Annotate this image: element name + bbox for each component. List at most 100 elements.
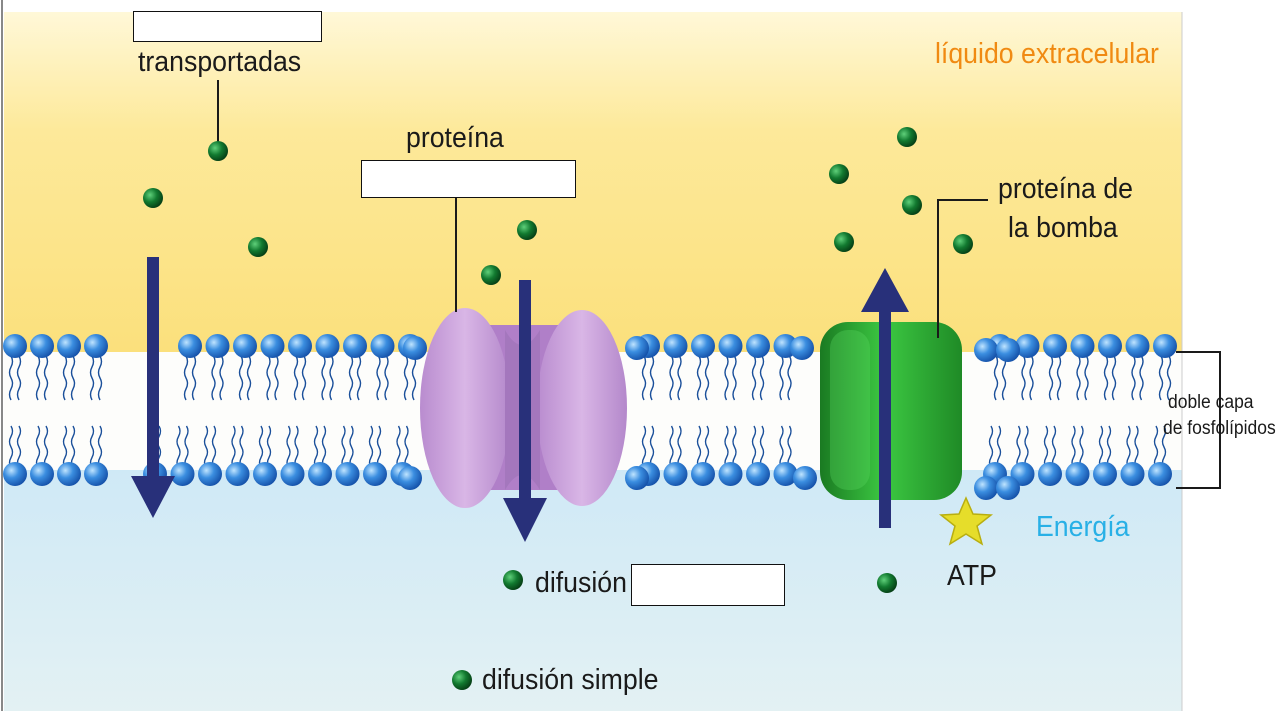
phospholipid-head <box>288 334 312 358</box>
transported-molecules <box>143 127 973 690</box>
molecule-dot <box>953 234 973 254</box>
phospholipid-tail <box>231 425 236 469</box>
phospholipid-tail <box>1084 355 1089 401</box>
phospholipid-head <box>663 462 688 486</box>
phospholipid-head <box>233 334 257 358</box>
phospholipid-tail <box>62 355 68 401</box>
cytoplasm-region <box>4 470 1182 711</box>
phospholipid-head <box>1153 334 1177 358</box>
phospholipid-tail <box>97 425 103 469</box>
phospholipid-heads <box>3 334 1177 500</box>
phospholipid-tail <box>1001 355 1007 401</box>
phospholipid-tail <box>704 355 710 401</box>
phospholipid-tail <box>732 355 737 401</box>
phospholipid-tail <box>732 425 737 469</box>
phospholipid-head <box>1065 462 1090 486</box>
phospholipid-tail <box>1106 425 1112 469</box>
extracellular-label: líquido extracelular <box>935 38 1159 70</box>
phospholipid-tail <box>411 355 417 401</box>
phospholipid-tail <box>89 355 95 401</box>
pump-label-line2: la bomba <box>1008 212 1118 244</box>
phospholipid-tail <box>211 425 217 469</box>
phospholipid-tail <box>294 425 299 469</box>
molecule-dot <box>208 141 228 161</box>
phospholipid-head <box>625 466 649 490</box>
phospholipid-tail <box>89 425 95 469</box>
phospholipid-tail <box>176 425 181 469</box>
molecule-dot <box>143 188 163 208</box>
phospholipid-tail <box>266 355 271 401</box>
phospholipid-tail <box>751 355 757 401</box>
phospholipid-head <box>1043 334 1067 358</box>
phospholipid-tail <box>404 425 409 469</box>
active-transport-arrow <box>861 268 909 528</box>
phospholipid-head <box>746 462 770 486</box>
phospholipid-tail <box>35 425 41 469</box>
phospholipid-tail <box>191 355 197 401</box>
phospholipid-tail <box>219 355 224 401</box>
bilayer-label-line2: de fosfolípidos <box>1163 418 1276 439</box>
phospholipid-tail <box>16 355 22 401</box>
phospholipid-head <box>793 466 817 490</box>
phospholipid-head <box>1120 462 1145 486</box>
phospholipid-tail <box>724 425 729 469</box>
phospholipid-tail <box>384 355 389 401</box>
phospholipid-head <box>370 334 395 358</box>
phospholipid-head <box>57 334 81 358</box>
phospholipid-tail <box>1079 425 1084 469</box>
phospholipid-tail <box>313 425 319 469</box>
phospholipid-tail <box>43 355 49 401</box>
phospholipid-tail <box>329 355 334 401</box>
phospholipid-head <box>691 462 715 486</box>
phospholipid-tail <box>321 425 327 469</box>
answer-blank-diffusion-type[interactable] <box>631 564 785 606</box>
phospholipid-tail <box>368 425 374 469</box>
phospholipid-tail <box>321 355 326 401</box>
molecule-dot <box>897 127 917 147</box>
phospholipid-head <box>974 338 998 362</box>
phospholipid-head <box>1148 462 1172 486</box>
phospholipid-head <box>178 334 202 358</box>
phospholipid-tail <box>356 355 362 401</box>
phospholipid-head <box>746 334 770 358</box>
phospholipid-tail <box>669 355 674 401</box>
phospholipid-tail <box>274 355 279 401</box>
phospholipid-tail <box>184 425 189 469</box>
phospholipid-tail <box>759 355 765 401</box>
phospholipid-tail <box>988 425 994 469</box>
phospholipid-head <box>205 334 230 358</box>
phospholipid-tail <box>286 425 291 469</box>
atp-label: ATP <box>947 560 997 592</box>
phospholipid-head <box>1098 334 1122 358</box>
diffusion-label: difusión <box>535 567 627 599</box>
phospholipid-head <box>335 462 360 486</box>
phospholipid-head <box>996 338 1020 362</box>
phospholipid-tail <box>349 425 354 469</box>
phospholipid-tail <box>376 425 382 469</box>
phospholipid-tail <box>97 355 103 401</box>
phospholipid-tail <box>641 425 647 469</box>
phospholipid-tail <box>1161 425 1167 469</box>
phospholipid-head <box>996 476 1020 500</box>
phospholipid-tail <box>1103 355 1109 401</box>
phospholipid-tail <box>183 355 189 401</box>
phospholipid-tail <box>403 355 409 401</box>
phospholipid-head <box>84 462 108 486</box>
phospholipid-head <box>790 336 814 360</box>
phospholipid-head <box>1038 462 1062 486</box>
phospholipid-tail <box>1029 355 1034 401</box>
answer-blank-protein-type[interactable] <box>361 160 576 198</box>
phospholipid-tail <box>1043 425 1049 469</box>
phospholipid-head <box>225 462 250 486</box>
phospholipid-head <box>3 462 27 486</box>
phospholipid-head <box>718 334 743 358</box>
phospholipid-head <box>57 462 81 486</box>
phospholipid-tail <box>301 355 307 401</box>
energy-label: Energía <box>1036 511 1130 543</box>
phospholipid-tail <box>293 355 299 401</box>
phospholipid-tail <box>787 355 792 401</box>
answer-blank-top-left[interactable] <box>133 11 322 42</box>
pump-label-line1: proteína de <box>998 173 1133 205</box>
facilitated-diffusion-arrow <box>503 280 547 542</box>
phospholipid-head <box>315 334 340 358</box>
